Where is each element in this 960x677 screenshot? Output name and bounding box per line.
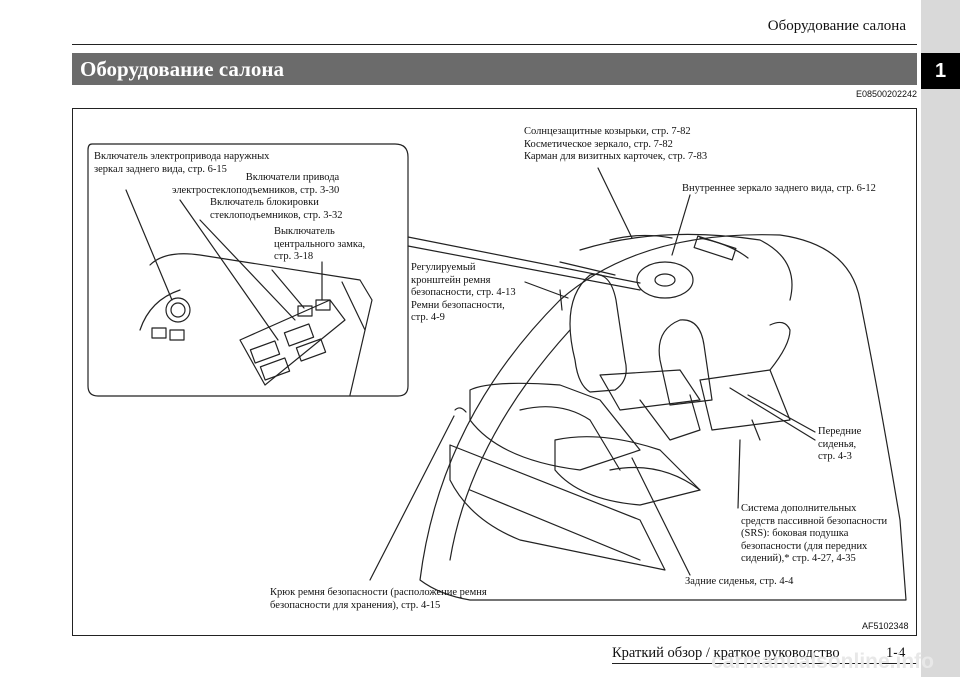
footer-rule	[612, 663, 918, 664]
running-head: Оборудование салона	[767, 18, 906, 34]
doc-code: E08500202242	[855, 89, 917, 99]
label-sunvisors: Солнцезащитные козырьки, стр. 7-82 Косме…	[524, 126, 708, 162]
label-power-window-switches: Включатели привода электростеклоподъемни…	[172, 172, 340, 196]
label-belt-hook: Крюк ремня безопасности (расположение ре…	[270, 587, 487, 611]
figure-id: AF5102348	[862, 621, 909, 631]
label-rear-seats: Задние сиденья, стр. 4-4	[685, 576, 794, 587]
page-number: 1-4	[886, 645, 906, 661]
chapter-tab: 1	[921, 53, 960, 89]
label-central-lock: Выключатель центрального замка, стр. 3-1…	[274, 226, 366, 262]
callout-box	[87, 143, 409, 397]
top-rule	[72, 44, 917, 45]
label-front-seats: Передние сиденья, стр. 4-3	[818, 426, 862, 462]
watermark: carmanualsonline.info	[711, 650, 934, 673]
label-inner-mirror: Внутреннее зеркало заднего вида, стр. 6-…	[682, 183, 876, 194]
footer-text: Краткий обзор / краткое руководство	[612, 645, 840, 661]
label-window-lock: Включатель блокировки стеклоподъемников,…	[210, 197, 343, 221]
label-outer-mirror-switch: Включатель электропривода наружных зерка…	[94, 151, 270, 175]
side-strip	[921, 0, 960, 677]
label-belt-anchor: Регулируемый кронштейн ремня безопасност…	[411, 262, 516, 323]
figure-frame	[72, 108, 917, 636]
section-title-bar: Оборудование салона	[72, 53, 917, 85]
label-srs: Система дополнительных средств пассивной…	[741, 503, 888, 564]
